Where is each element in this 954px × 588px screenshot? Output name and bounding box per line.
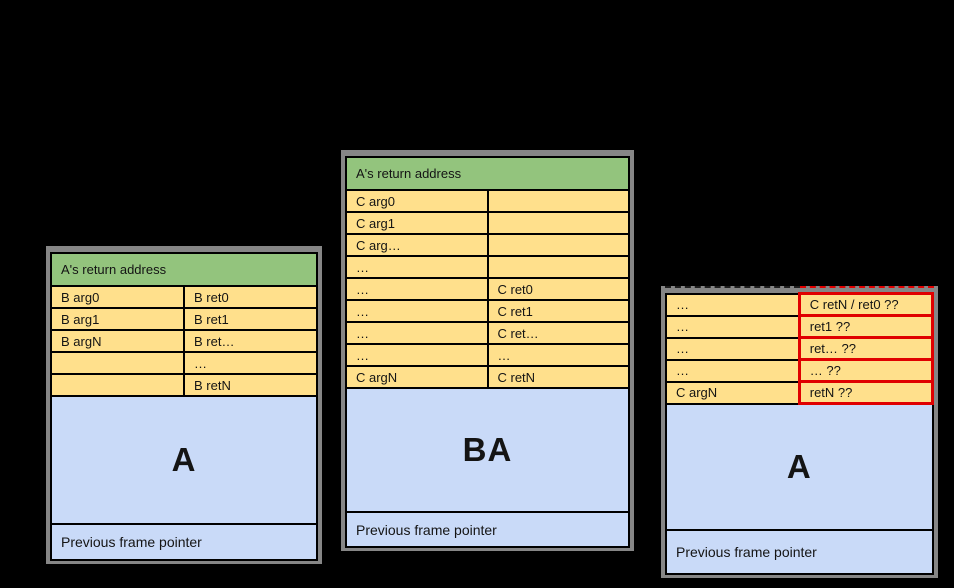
slot-cell-right: [486, 189, 630, 213]
slot-cell-right: C ret…: [486, 321, 630, 345]
slot-cell-left: C arg0: [345, 189, 489, 213]
slot-cell-right: C retN / ret0 ??: [797, 292, 935, 317]
previous-frame-pointer-cell: Previous frame pointer: [50, 523, 318, 561]
stack-slot-row: …C retN / ret0 ??: [664, 292, 935, 317]
slot-cell-left: …: [345, 299, 489, 323]
slot-cell-left: …: [345, 277, 489, 301]
stack-slot-row: ……: [345, 343, 630, 367]
previous-frame-pointer-cell: Previous frame pointer: [345, 511, 630, 548]
slot-cell-right: B ret1: [183, 307, 318, 331]
slot-cell-right: C ret0: [486, 277, 630, 301]
slot-cell-left: B arg0: [50, 285, 185, 309]
dashed-border-right-segment: [799, 286, 934, 292]
slot-cell-right: ret1 ??: [797, 314, 935, 339]
slot-cell-left: [50, 373, 185, 397]
slot-cell-right: …: [183, 351, 318, 375]
frame-label: BA: [345, 387, 630, 513]
slot-cell-right: [486, 255, 630, 279]
slot-cell-left: …: [664, 292, 801, 317]
stack-table-right: …C retN / ret0 ??…ret1 ??…ret… ??…… ??C …: [664, 292, 935, 575]
slot-cell-right: C ret1: [486, 299, 630, 323]
frame-body-row: BA: [345, 387, 630, 513]
slot-cell-left: [50, 351, 185, 375]
slot-cell-left: C argN: [664, 380, 801, 405]
stack-slot-row: C arg0: [345, 189, 630, 213]
frame-pointer-row: Previous frame pointer: [345, 511, 630, 548]
slot-cell-left: …: [664, 336, 801, 361]
slot-cell-left: …: [345, 343, 489, 367]
stack-slot-row: C arg1: [345, 211, 630, 235]
frame-body-row: A: [665, 402, 934, 531]
stack-slot-row: …ret1 ??: [664, 314, 935, 339]
slot-cell-right: …: [486, 343, 630, 367]
stack-slot-row: …C ret1: [345, 299, 630, 323]
slot-cell-right: ret… ??: [797, 336, 935, 361]
stack-slot-row: B retN: [50, 373, 318, 397]
slot-cell-right: … ??: [797, 358, 935, 383]
frame-label: A: [50, 395, 318, 525]
return-address-cell: A's return address: [345, 156, 630, 191]
slot-cell-left: B arg1: [50, 307, 185, 331]
slot-cell-right: [486, 211, 630, 235]
stack-slot-row: …C ret0: [345, 277, 630, 301]
slot-cell-left: …: [345, 255, 489, 279]
slot-cell-left: …: [345, 321, 489, 345]
return-address-row: A's return address: [345, 156, 630, 191]
stack-slot-row: …ret… ??: [664, 336, 935, 361]
stack-slot-row: …C ret…: [345, 321, 630, 345]
slot-cell-left: C arg1: [345, 211, 489, 235]
stack-slot-row: C arg…: [345, 233, 630, 257]
slot-cell-right: retN ??: [797, 380, 935, 405]
return-address-row: A's return address: [50, 252, 318, 287]
slot-cell-left: …: [664, 314, 801, 339]
return-address-cell: A's return address: [50, 252, 318, 287]
slot-cell-right: B ret0: [183, 285, 318, 309]
frame-label: A: [665, 402, 934, 531]
slot-cell-left: …: [664, 358, 801, 383]
slot-cell-right: B ret…: [183, 329, 318, 353]
frame-body-row: A: [50, 395, 318, 525]
stack-slot-row: …: [50, 351, 318, 375]
stack-slot-row: …: [345, 255, 630, 279]
dashed-border-left-segment: [665, 286, 800, 292]
frame-pointer-row: Previous frame pointer: [50, 523, 318, 561]
previous-frame-pointer-cell: Previous frame pointer: [665, 528, 934, 575]
slot-rows: …C retN / ret0 ??…ret1 ??…ret… ??…… ??C …: [664, 292, 935, 405]
slot-cell-right: B retN: [183, 373, 318, 397]
freed-header-dashed-border: [665, 286, 934, 292]
slot-cell-left: C argN: [345, 365, 489, 389]
slot-cell-right: [486, 233, 630, 257]
stack-slot-row: …… ??: [664, 358, 935, 383]
slot-cell-right: C retN: [486, 365, 630, 389]
stack-frame-right: …C retN / ret0 ??…ret1 ??…ret… ??…… ??C …: [661, 286, 938, 578]
slot-cell-left: B argN: [50, 329, 185, 353]
frame-pointer-row: Previous frame pointer: [665, 528, 934, 575]
slot-cell-left: C arg…: [345, 233, 489, 257]
